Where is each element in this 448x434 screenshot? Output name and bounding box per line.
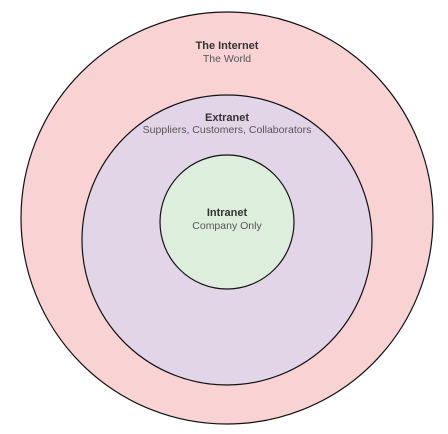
extranet-subtitle: Suppliers, Customers, Collaborators [143,124,312,136]
internet-title: The Internet [196,40,259,52]
internet-subtitle: The World [203,53,251,65]
extranet-title: Extranet [205,112,249,124]
intranet-circle [159,154,295,290]
intranet-subtitle: Company Only [192,220,262,232]
intranet-title: Intranet [207,207,248,219]
